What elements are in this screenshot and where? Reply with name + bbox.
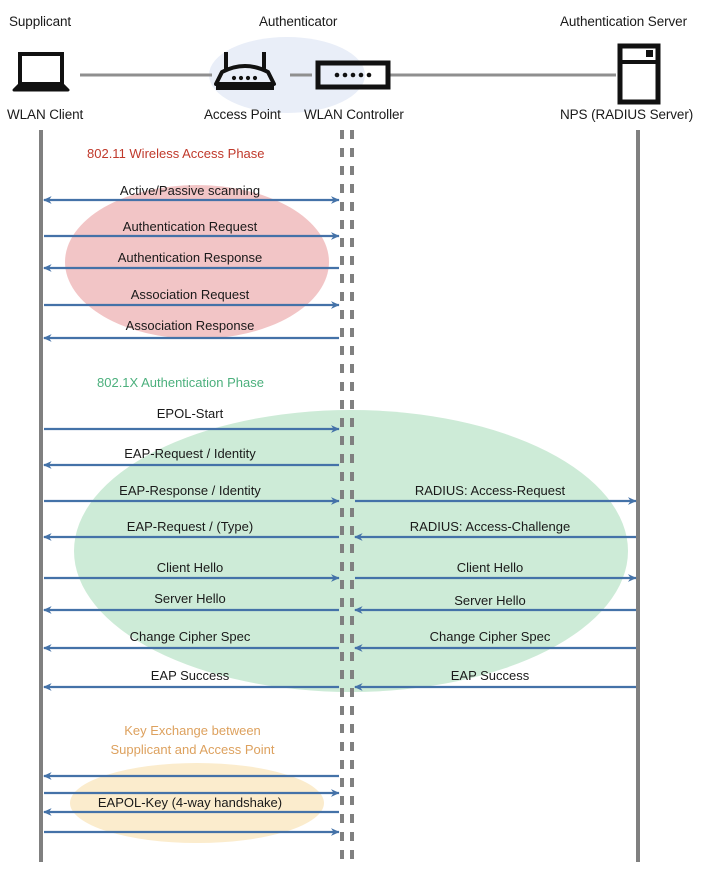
actor-role-authenticator: Authenticator [259, 14, 338, 29]
phase-1-ellipse [65, 185, 329, 339]
actor-device-wlan-client: WLAN Client [7, 107, 84, 122]
message-label-eap-request-identity: EAP-Request / Identity [124, 446, 256, 461]
message-label-server-hello-right: Server Hello [454, 593, 526, 608]
message-label-association-request: Association Request [130, 287, 250, 302]
message-label-client-hello-right: Client Hello [456, 560, 524, 575]
phase-3-arrows [43, 772, 340, 836]
authenticator-group-ellipse [209, 37, 365, 113]
phase-3-ellipse [70, 763, 324, 843]
message-label-association-response: Association Response [125, 318, 255, 333]
phase-1-arrows [43, 196, 340, 342]
message-label-server-hello-left: Server Hello [154, 591, 226, 606]
message-label-eap-request-type: EAP-Request / (Type) [126, 519, 254, 534]
network-switch-icon [315, 60, 391, 90]
message-label-active-passive-scanning: Active/Passive scanning [119, 183, 261, 198]
phase-title-802-11: 802.11 Wireless Access Phase [87, 146, 265, 161]
phase-title-802-1x: 802.1X Authentication Phase [97, 375, 264, 390]
actor-role-supplicant: Supplicant [9, 14, 72, 29]
actor-device-access-point: Access Point [204, 107, 281, 122]
message-label-radius-access-request: RADIUS: Access-Request [414, 483, 566, 498]
wireless-router-icon [214, 52, 276, 90]
message-label-eap-success-right: EAP Success [450, 668, 530, 683]
message-label-change-cipher-spec-right: Change Cipher Spec [429, 629, 551, 644]
actor-device-wlan-controller: WLAN Controller [304, 107, 404, 122]
message-label-authentication-request: Authentication Request [122, 219, 258, 234]
message-label-authentication-response: Authentication Response [117, 250, 263, 265]
message-label-epol-start: EPOL-Start [156, 406, 224, 421]
actor-device-nps-radius-server: NPS (RADIUS Server) [560, 107, 694, 122]
message-label-change-cipher-spec-left: Change Cipher Spec [129, 629, 251, 644]
server-rack-icon [617, 43, 661, 105]
laptop-icon [12, 52, 70, 92]
phase-2-arrows [43, 425, 637, 691]
phase-title-key-exchange: Key Exchange between Supplicant and Acce… [85, 721, 300, 759]
message-label-radius-access-challenge: RADIUS: Access-Challenge [409, 519, 571, 534]
message-label-client-hello-left: Client Hello [156, 560, 224, 575]
message-label-eapol-key: EAPOL-Key (4-way handshake) [97, 795, 283, 810]
message-label-eap-success-left: EAP Success [150, 668, 230, 683]
message-label-eap-response-identity: EAP-Response / Identity [119, 483, 261, 498]
actor-role-authentication-server: Authentication Server [560, 14, 687, 29]
phase-title-key-exchange-line2: Supplicant and Access Point [110, 742, 275, 757]
phase-title-key-exchange-line1: Key Exchange between [124, 723, 261, 738]
